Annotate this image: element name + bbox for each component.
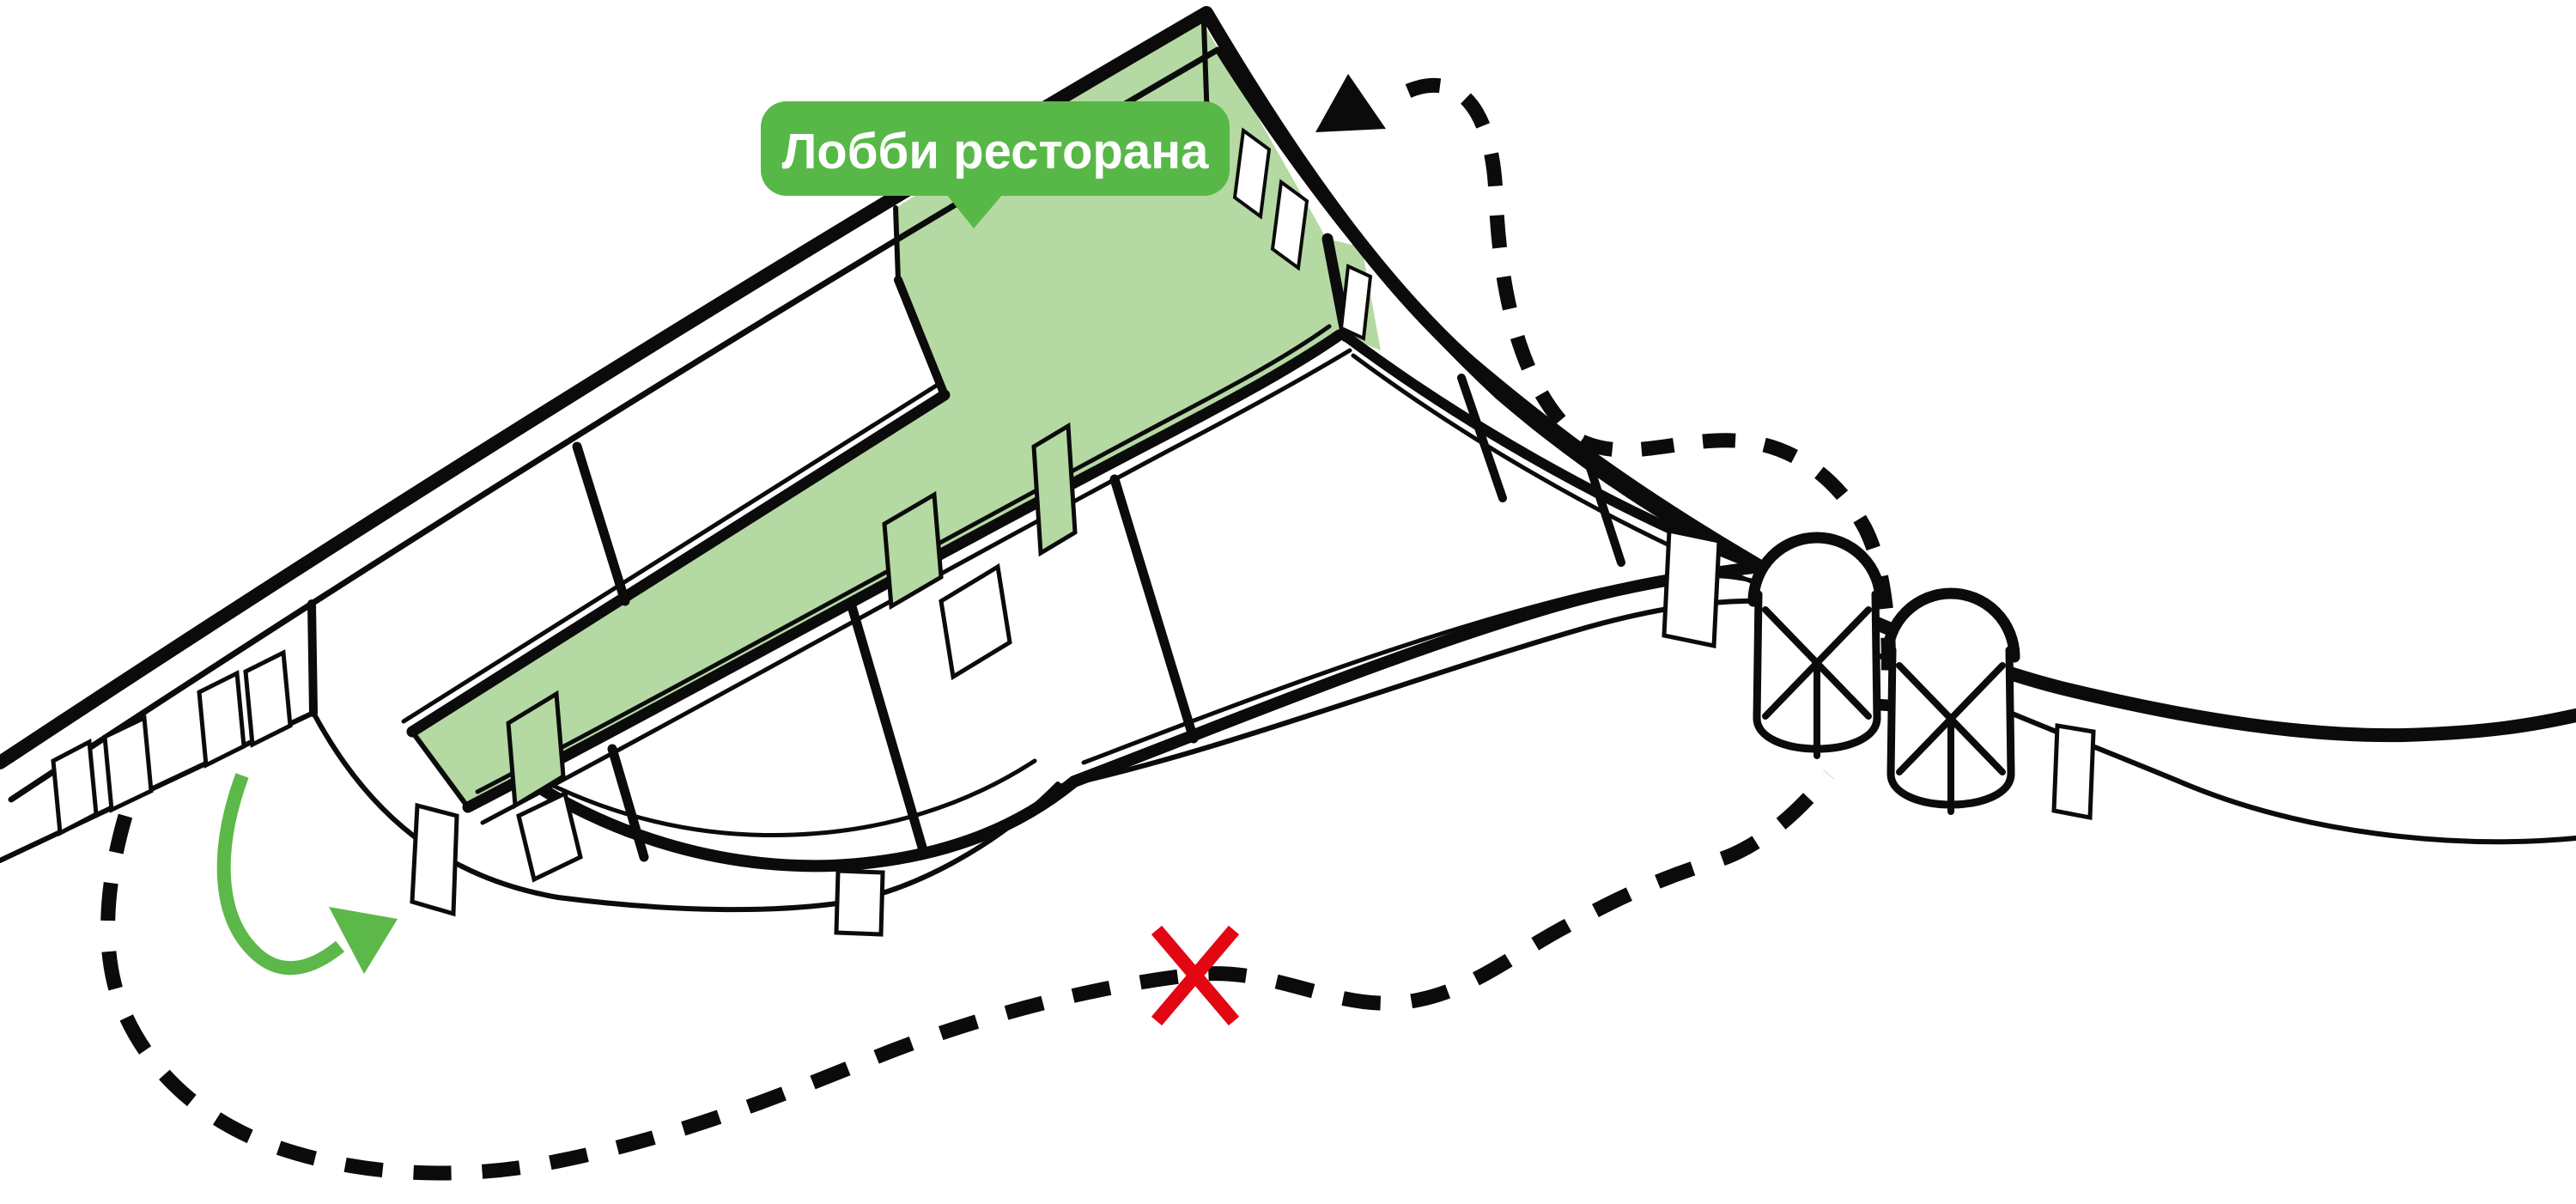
red-cross-icon bbox=[1151, 925, 1240, 1026]
door bbox=[834, 868, 885, 937]
outer-wall-top-edge bbox=[0, 6, 2576, 769]
corridor-right-wall bbox=[462, 329, 1346, 813]
window-slit bbox=[1339, 264, 1373, 341]
door bbox=[197, 670, 246, 769]
lobby-label-text: Лобби ресторана bbox=[782, 124, 1210, 179]
lobby-corridor-area bbox=[412, 19, 1340, 807]
dashed-route-top bbox=[1405, 77, 1896, 712]
corridor-right-wall-inner-edge bbox=[475, 324, 1332, 794]
outer-wall-inner-edge bbox=[8, 46, 1759, 803]
room-partition-wall bbox=[847, 601, 928, 855]
dashed-route-bottom bbox=[100, 769, 1835, 1181]
corridor-door bbox=[1031, 422, 1078, 557]
window-slit bbox=[1270, 179, 1309, 271]
window-slit bbox=[1232, 127, 1272, 220]
triangle-arrowhead-icon bbox=[1315, 74, 1386, 132]
lobby-label: Лобби ресторана bbox=[761, 101, 1230, 228]
room-partition-wall bbox=[1457, 374, 1507, 502]
door bbox=[939, 562, 1012, 681]
corridor-left-wall-back-edge bbox=[401, 382, 940, 724]
route-annotations bbox=[100, 74, 1896, 1181]
green-curved-arrow-icon bbox=[216, 773, 345, 976]
room-partition-wall bbox=[1586, 464, 1625, 567]
corridor-door bbox=[882, 490, 944, 611]
door bbox=[1662, 527, 1722, 649]
corridor-prow-end-edge bbox=[410, 729, 471, 810]
room-partition-wall bbox=[607, 744, 649, 862]
door bbox=[102, 714, 154, 813]
room-partition-wall bbox=[1109, 474, 1199, 744]
revolving-door-arch bbox=[1747, 532, 1886, 607]
revolving-door-arch bbox=[1881, 587, 2020, 663]
doors-and-windows bbox=[51, 127, 2096, 937]
door bbox=[243, 649, 293, 748]
door bbox=[410, 802, 459, 917]
room-partition-wall bbox=[572, 441, 630, 606]
green-arrowhead-icon bbox=[329, 907, 398, 974]
door bbox=[2051, 723, 2096, 820]
prow-interior-floor-line bbox=[538, 758, 1037, 838]
revolving-door-arch-fill bbox=[1887, 593, 2014, 657]
corridor-door bbox=[506, 690, 566, 810]
corridor-right-wall-outer-edge bbox=[480, 348, 1352, 825]
revolving-door-icon bbox=[1747, 532, 1886, 759]
revolving-door-leaves bbox=[1762, 606, 1872, 759]
left-wing-corner-edge bbox=[307, 599, 318, 717]
lobby-step-wall bbox=[894, 276, 949, 399]
lobby-label-badge bbox=[761, 101, 1230, 196]
revolving-door-icon bbox=[1881, 587, 2020, 815]
door bbox=[516, 790, 583, 883]
revolving-door-leaves bbox=[1896, 662, 2006, 815]
revolving-door-arch-fill bbox=[1753, 538, 1880, 601]
prow-wall-top-edge bbox=[510, 767, 1080, 873]
lobby-label-pointer bbox=[946, 194, 1003, 228]
lobby-step-edge bbox=[893, 205, 901, 283]
corridor-left-wall bbox=[406, 389, 951, 738]
door bbox=[51, 739, 99, 836]
